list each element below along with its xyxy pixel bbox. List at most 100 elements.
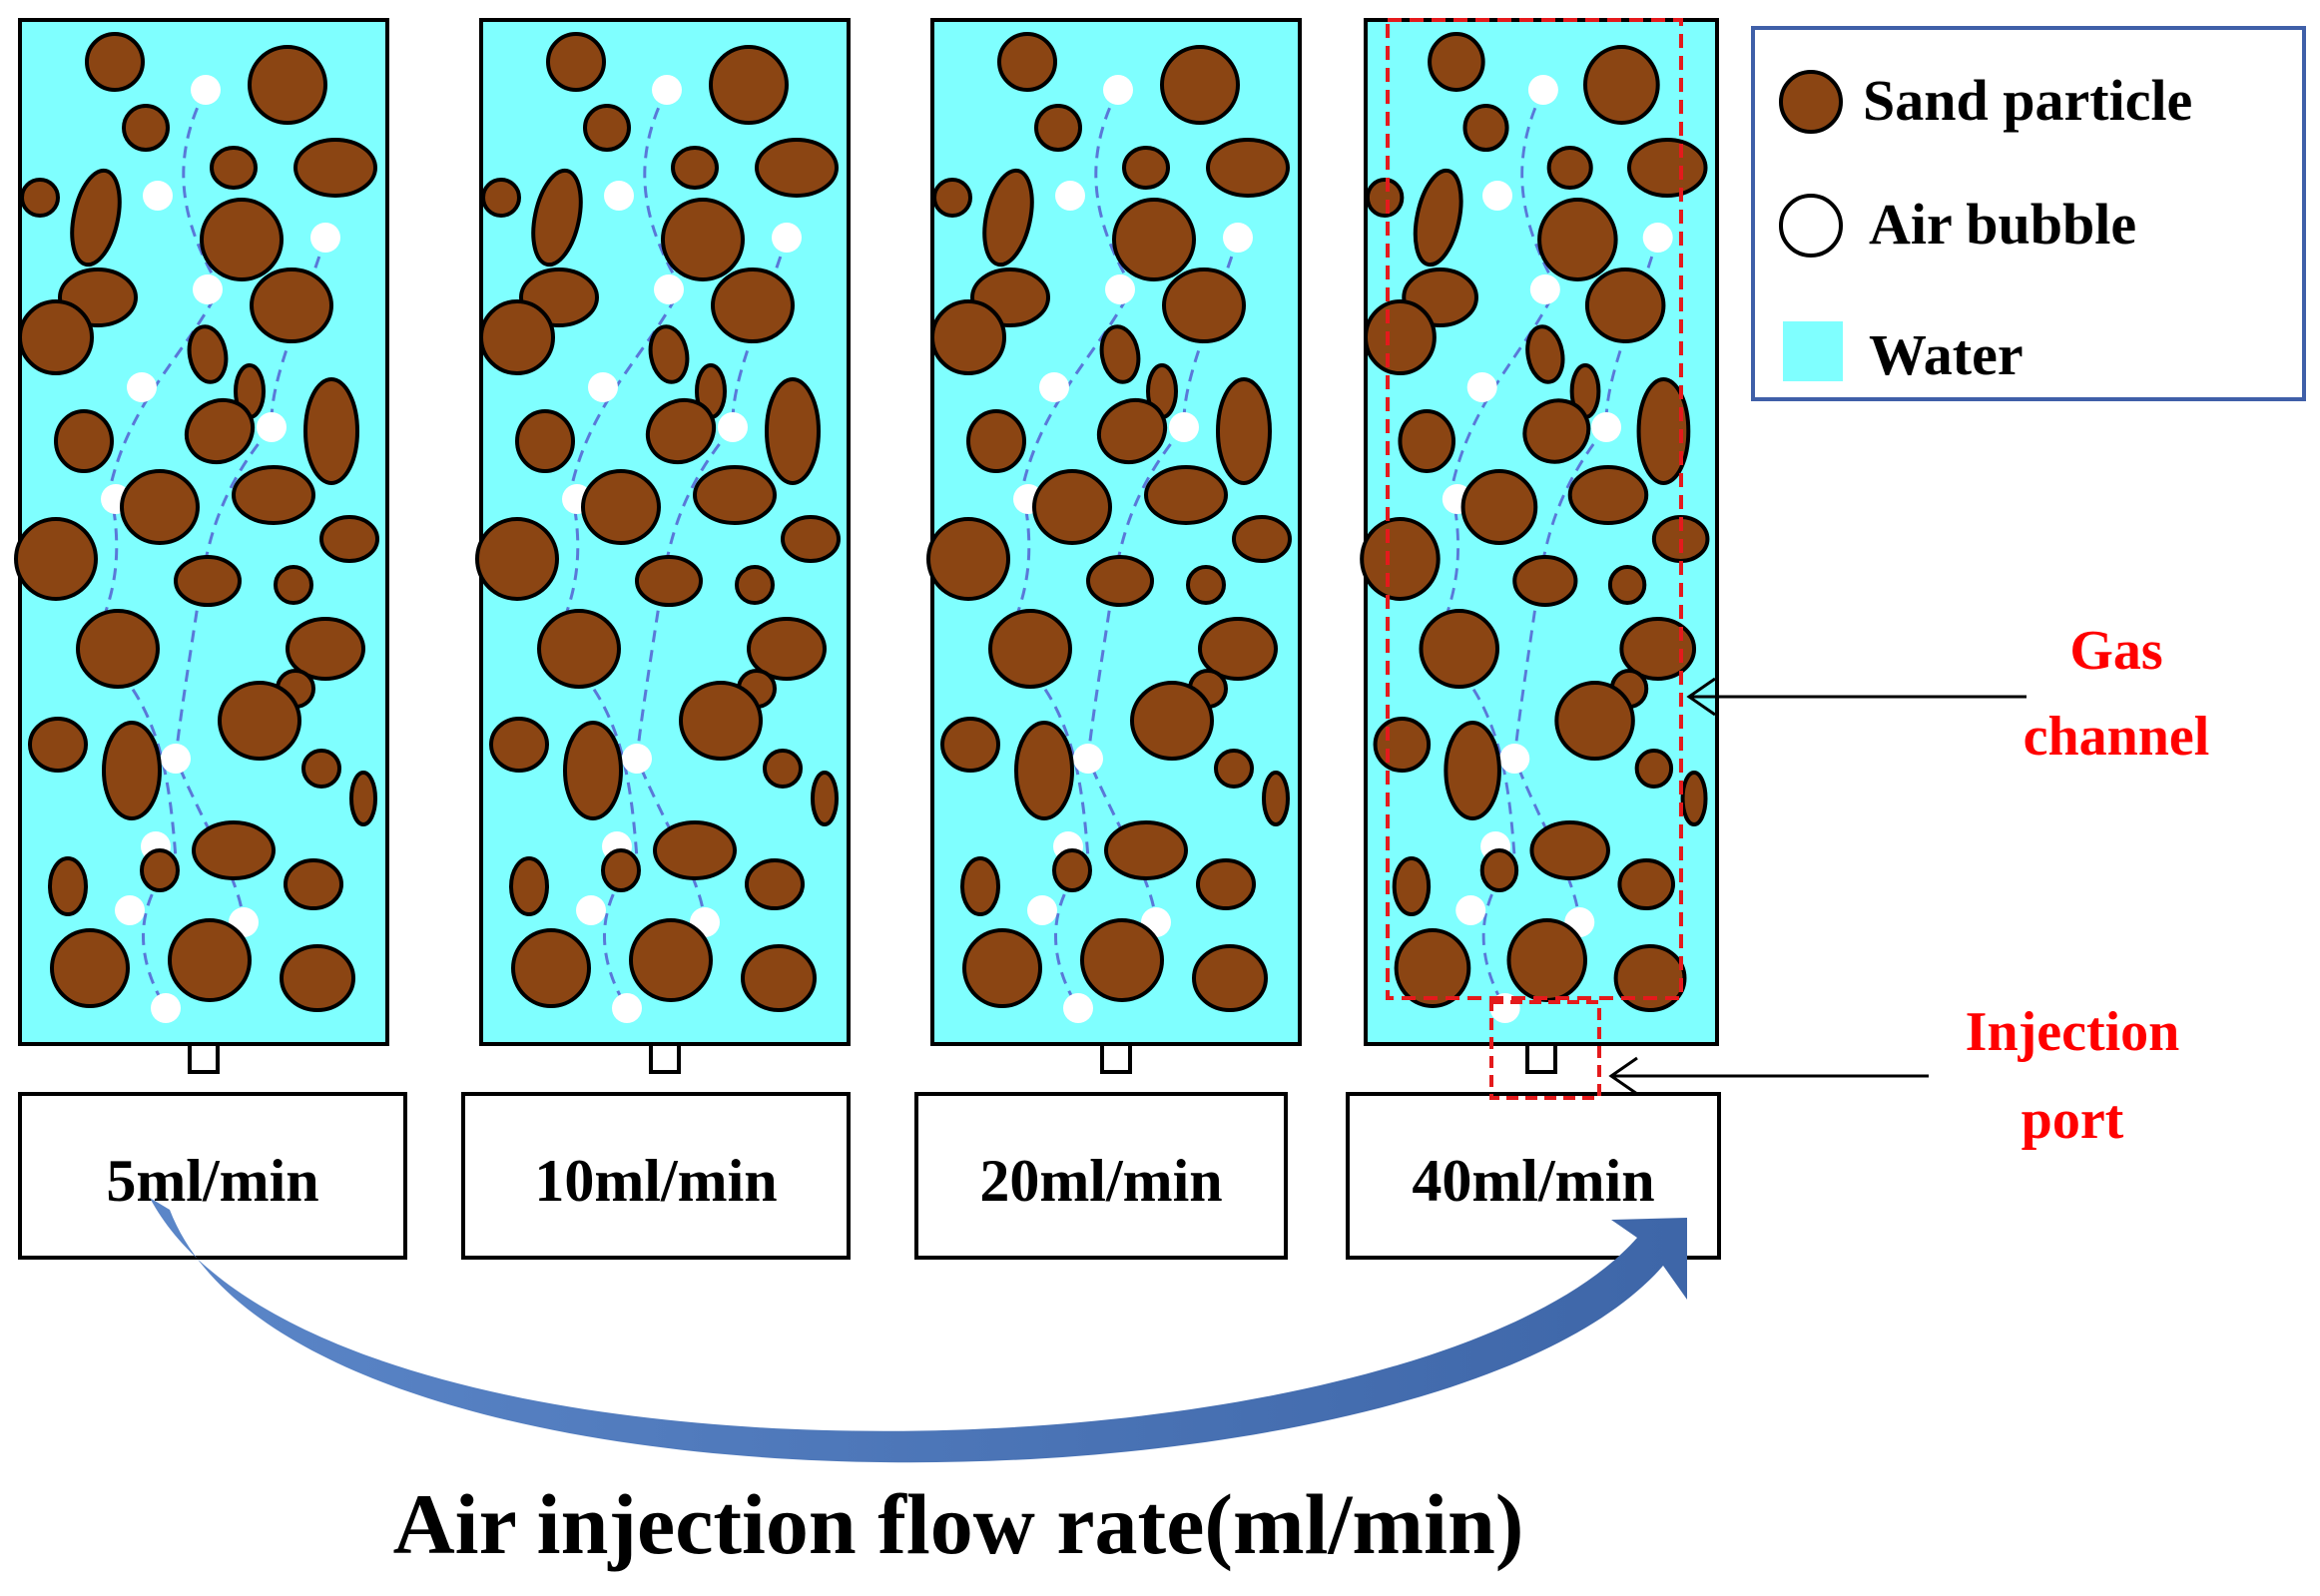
legend-label-sand: Sand particle <box>1863 68 2192 133</box>
flow-rate-label: 10ml/min <box>534 1148 777 1214</box>
air-bubble <box>1027 895 1057 925</box>
sand-particle <box>940 717 1000 773</box>
air-bubble <box>1223 223 1253 253</box>
sand-particle <box>693 465 777 525</box>
sand-particle <box>1567 465 1649 525</box>
flow-rate-box <box>1346 1092 1721 1260</box>
legend-label-water: Water <box>1869 322 2024 387</box>
sand-particle <box>962 928 1042 1008</box>
air-bubble <box>161 744 191 774</box>
sand-particle <box>1394 928 1471 1008</box>
sand-particle <box>926 517 1010 601</box>
sand-particle <box>48 856 88 916</box>
legend-border <box>1751 26 2306 401</box>
flow-rate-label: 40ml/min <box>1412 1148 1654 1214</box>
sand-particle <box>286 617 365 681</box>
sand-particle <box>1419 609 1500 689</box>
sand-particle <box>509 856 549 916</box>
sand-particle <box>1636 377 1691 485</box>
air-bubble <box>612 993 642 1023</box>
sand-particle <box>1413 168 1463 267</box>
sand-particle <box>1583 45 1660 125</box>
sand-particle <box>811 771 839 826</box>
sand-particle <box>745 858 805 910</box>
sand-particle <box>1052 848 1092 892</box>
sand-particle <box>930 299 1006 375</box>
sand-column-3 <box>926 18 1302 1074</box>
sand-particle <box>1634 749 1674 789</box>
sand-particle <box>122 104 170 152</box>
sand-particle <box>303 377 359 485</box>
air-bubble <box>1529 274 1560 304</box>
sand-particle <box>1444 721 1501 820</box>
axis-title: Air injection flow rate(ml/min) <box>393 1476 1524 1572</box>
sand-particle <box>76 609 160 689</box>
sand-particle <box>763 749 803 789</box>
sand-particle <box>280 944 355 1012</box>
sand-particle <box>1613 944 1687 1012</box>
air-bubble <box>1039 372 1069 402</box>
sand-particle <box>1428 32 1485 92</box>
sand-particle <box>1144 465 1228 525</box>
sand-particle <box>349 771 377 826</box>
sand-particle <box>1080 918 1164 1002</box>
sand-particle <box>489 717 549 773</box>
sand-particle <box>1460 469 1538 545</box>
sand-particle <box>28 717 88 773</box>
sand-column-2 <box>475 18 851 1074</box>
sand-particle <box>18 299 94 375</box>
sand-particle <box>1373 717 1432 773</box>
sand-particle <box>709 45 789 125</box>
sand-particle <box>629 918 713 1002</box>
sand-particle <box>319 515 379 563</box>
sand-particle <box>479 299 555 375</box>
sand-particle <box>648 324 690 384</box>
sand-particle <box>54 409 114 473</box>
air-bubble <box>1466 372 1497 402</box>
sand-particle <box>988 609 1072 689</box>
sand-particle <box>1034 104 1082 152</box>
air-bubble <box>1169 412 1199 442</box>
sand-particle <box>1032 469 1112 545</box>
injection-port-label-line1: Injection <box>1966 1001 2180 1063</box>
increase-arrow <box>150 1198 1687 1463</box>
sand-particle <box>966 409 1026 473</box>
sand-particle <box>1584 267 1666 343</box>
sand-column-4 <box>1360 18 1719 1074</box>
flow-rate-label: 5ml/min <box>106 1148 318 1214</box>
sand-particle <box>284 858 343 910</box>
flow-rate-box <box>18 1092 407 1260</box>
air-bubble <box>310 223 340 253</box>
sand-particle <box>511 928 591 1008</box>
air-bubble <box>1527 75 1558 105</box>
sand-particle <box>711 267 795 343</box>
sand-particle <box>293 138 377 198</box>
sand-particle <box>741 944 817 1012</box>
sand-particle <box>1232 515 1292 563</box>
sand-particle <box>1392 856 1432 916</box>
sand-particle <box>120 469 200 545</box>
air-bubble <box>115 895 145 925</box>
injection-port <box>188 1042 220 1074</box>
gas-channel-label-line2: channel <box>2024 706 2210 768</box>
gas-channel-box <box>1386 18 1683 1000</box>
gas-channel-arrowhead <box>1686 677 1716 717</box>
sand-particle <box>1099 324 1141 384</box>
air-bubble <box>127 372 157 402</box>
sand-particle <box>1627 138 1708 198</box>
air-bubble <box>576 895 606 925</box>
air-bubble <box>1105 274 1135 304</box>
sand-particle <box>747 617 827 681</box>
injection-port <box>1525 1042 1557 1074</box>
sand-particle <box>1546 146 1593 190</box>
sand-particle <box>563 721 623 820</box>
sand-particle <box>1122 146 1170 190</box>
sand-particle <box>192 820 276 880</box>
injection-port <box>1100 1042 1132 1074</box>
sand-particle <box>1160 45 1240 125</box>
sand-particle <box>210 146 258 190</box>
sand-particle <box>679 681 763 761</box>
air-bubble <box>588 372 618 402</box>
sand-particle <box>1512 555 1578 607</box>
